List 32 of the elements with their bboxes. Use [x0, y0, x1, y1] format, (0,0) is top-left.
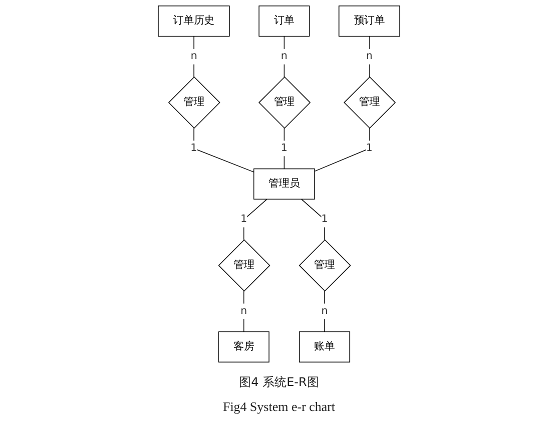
- edge-label: n: [321, 305, 328, 317]
- connector: [301, 198, 325, 240]
- node-box: 订单: [258, 6, 310, 37]
- figure-caption: 图4 系统E-R图: [239, 374, 319, 391]
- connector: [284, 36, 285, 78]
- edge-label: n: [366, 50, 373, 62]
- node-diamond: 管理: [298, 239, 351, 292]
- node-box: 管理员: [253, 168, 315, 200]
- edge-label: 1: [280, 142, 288, 154]
- edge-label: 1: [321, 213, 328, 226]
- node-box: 客房: [218, 331, 270, 362]
- edge-label: n: [280, 50, 288, 62]
- edge-label: 1: [190, 142, 198, 154]
- node-diamond: 管理: [258, 76, 311, 129]
- node-box: 账单: [299, 331, 350, 362]
- edge-label: n: [240, 305, 248, 317]
- edge-label: 1: [366, 142, 373, 154]
- connector: [314, 128, 370, 172]
- figure-caption: Fig4 System e-r chart: [222, 399, 336, 415]
- connector: [324, 290, 325, 332]
- connector: [243, 290, 244, 332]
- node-box: 订单历史: [158, 6, 230, 37]
- edge-label: n: [190, 50, 198, 62]
- connector: [243, 198, 268, 240]
- connector: [193, 128, 254, 172]
- connector: [193, 36, 194, 78]
- node-diamond: 管理: [218, 239, 270, 292]
- edge-label: 1: [240, 213, 248, 226]
- node-box: 预订单: [338, 6, 400, 37]
- connector: [368, 36, 370, 78]
- node-diamond: 管理: [168, 76, 220, 129]
- node-diamond: 管理: [344, 76, 396, 129]
